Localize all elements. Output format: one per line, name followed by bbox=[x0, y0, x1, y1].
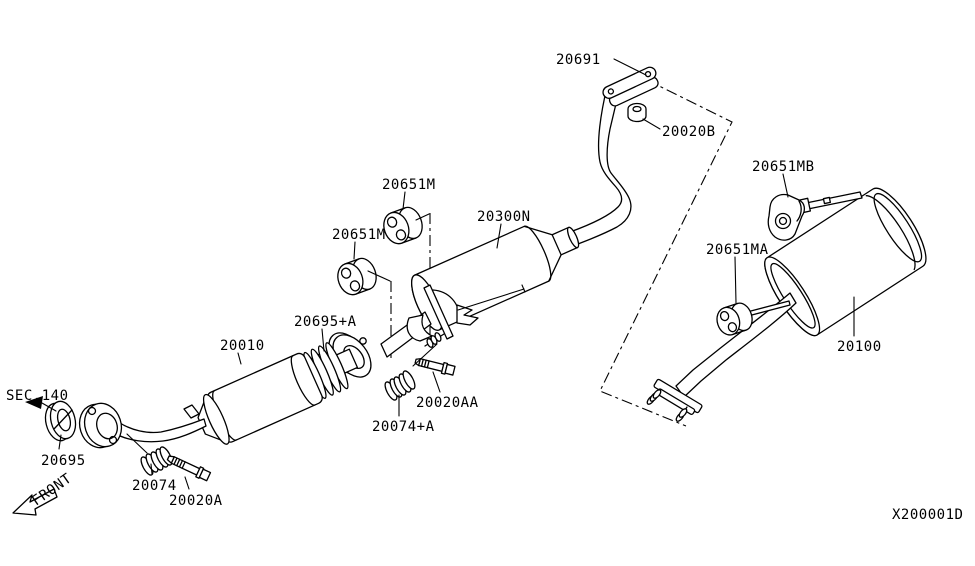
spring-center-joint-drawing bbox=[384, 370, 416, 401]
spring-front-joint-drawing bbox=[140, 446, 173, 476]
insulator-center-mount-b-drawing bbox=[337, 257, 377, 296]
label-insulator-center-a[interactable]: 20651M bbox=[382, 177, 436, 193]
label-bracket-rear-mount[interactable]: 20651MB bbox=[752, 159, 815, 175]
catalytic-converter bbox=[197, 342, 359, 445]
front-direction-arrow bbox=[12, 488, 58, 516]
section-ref-label: SEC.140 bbox=[6, 388, 69, 404]
label-muffler-rear[interactable]: 20100 bbox=[837, 339, 882, 355]
pipe-clip bbox=[183, 404, 200, 419]
center-muffler-tail-pipe bbox=[548, 86, 632, 254]
label-nut-top-flange[interactable]: 20020B bbox=[662, 124, 716, 140]
center-muffler-body bbox=[411, 225, 580, 331]
insulator-center-mount-a-drawing bbox=[383, 206, 423, 245]
front-label: FRONT bbox=[29, 471, 75, 510]
insulator-rear-mount-drawing bbox=[716, 302, 753, 336]
drawing-code: X200001D bbox=[892, 507, 963, 523]
label-spring-front-joint[interactable]: 20074 bbox=[132, 478, 177, 494]
nut-top-flange-drawing bbox=[627, 102, 647, 123]
label-muffler-center[interactable]: 20300N bbox=[477, 209, 531, 225]
label-gasket-front-joint[interactable]: 20695 bbox=[41, 453, 86, 469]
leader-lines bbox=[58, 58, 855, 490]
label-insulator-rear-mount[interactable]: 20651MA bbox=[706, 242, 769, 258]
label-insulator-center-b[interactable]: 20651M bbox=[332, 227, 386, 243]
label-front-tube-catalyst[interactable]: 20010 bbox=[220, 338, 265, 354]
match-line-rear-section bbox=[599, 79, 733, 427]
center-muffler-front-bracket bbox=[406, 284, 526, 348]
bolt-front-joint-drawing bbox=[166, 455, 212, 482]
bracket-rear-mount-drawing bbox=[767, 193, 806, 241]
front-flange bbox=[78, 402, 123, 449]
label-gasket-center-joint[interactable]: 20695+A bbox=[294, 314, 357, 330]
label-spring-center-joint[interactable]: 20074+A bbox=[372, 419, 435, 435]
gasket-front-joint-drawing bbox=[44, 400, 77, 442]
label-bolt-center-joint[interactable]: 20020AA bbox=[416, 395, 479, 411]
label-bolt-front-joint[interactable]: 20020A bbox=[169, 493, 223, 509]
section-140-arrow bbox=[25, 396, 57, 412]
bolt-center-joint-drawing bbox=[414, 358, 456, 376]
rear-pipe-flange bbox=[646, 378, 703, 422]
label-gasket-top-flange[interactable]: 20691 bbox=[556, 52, 601, 68]
